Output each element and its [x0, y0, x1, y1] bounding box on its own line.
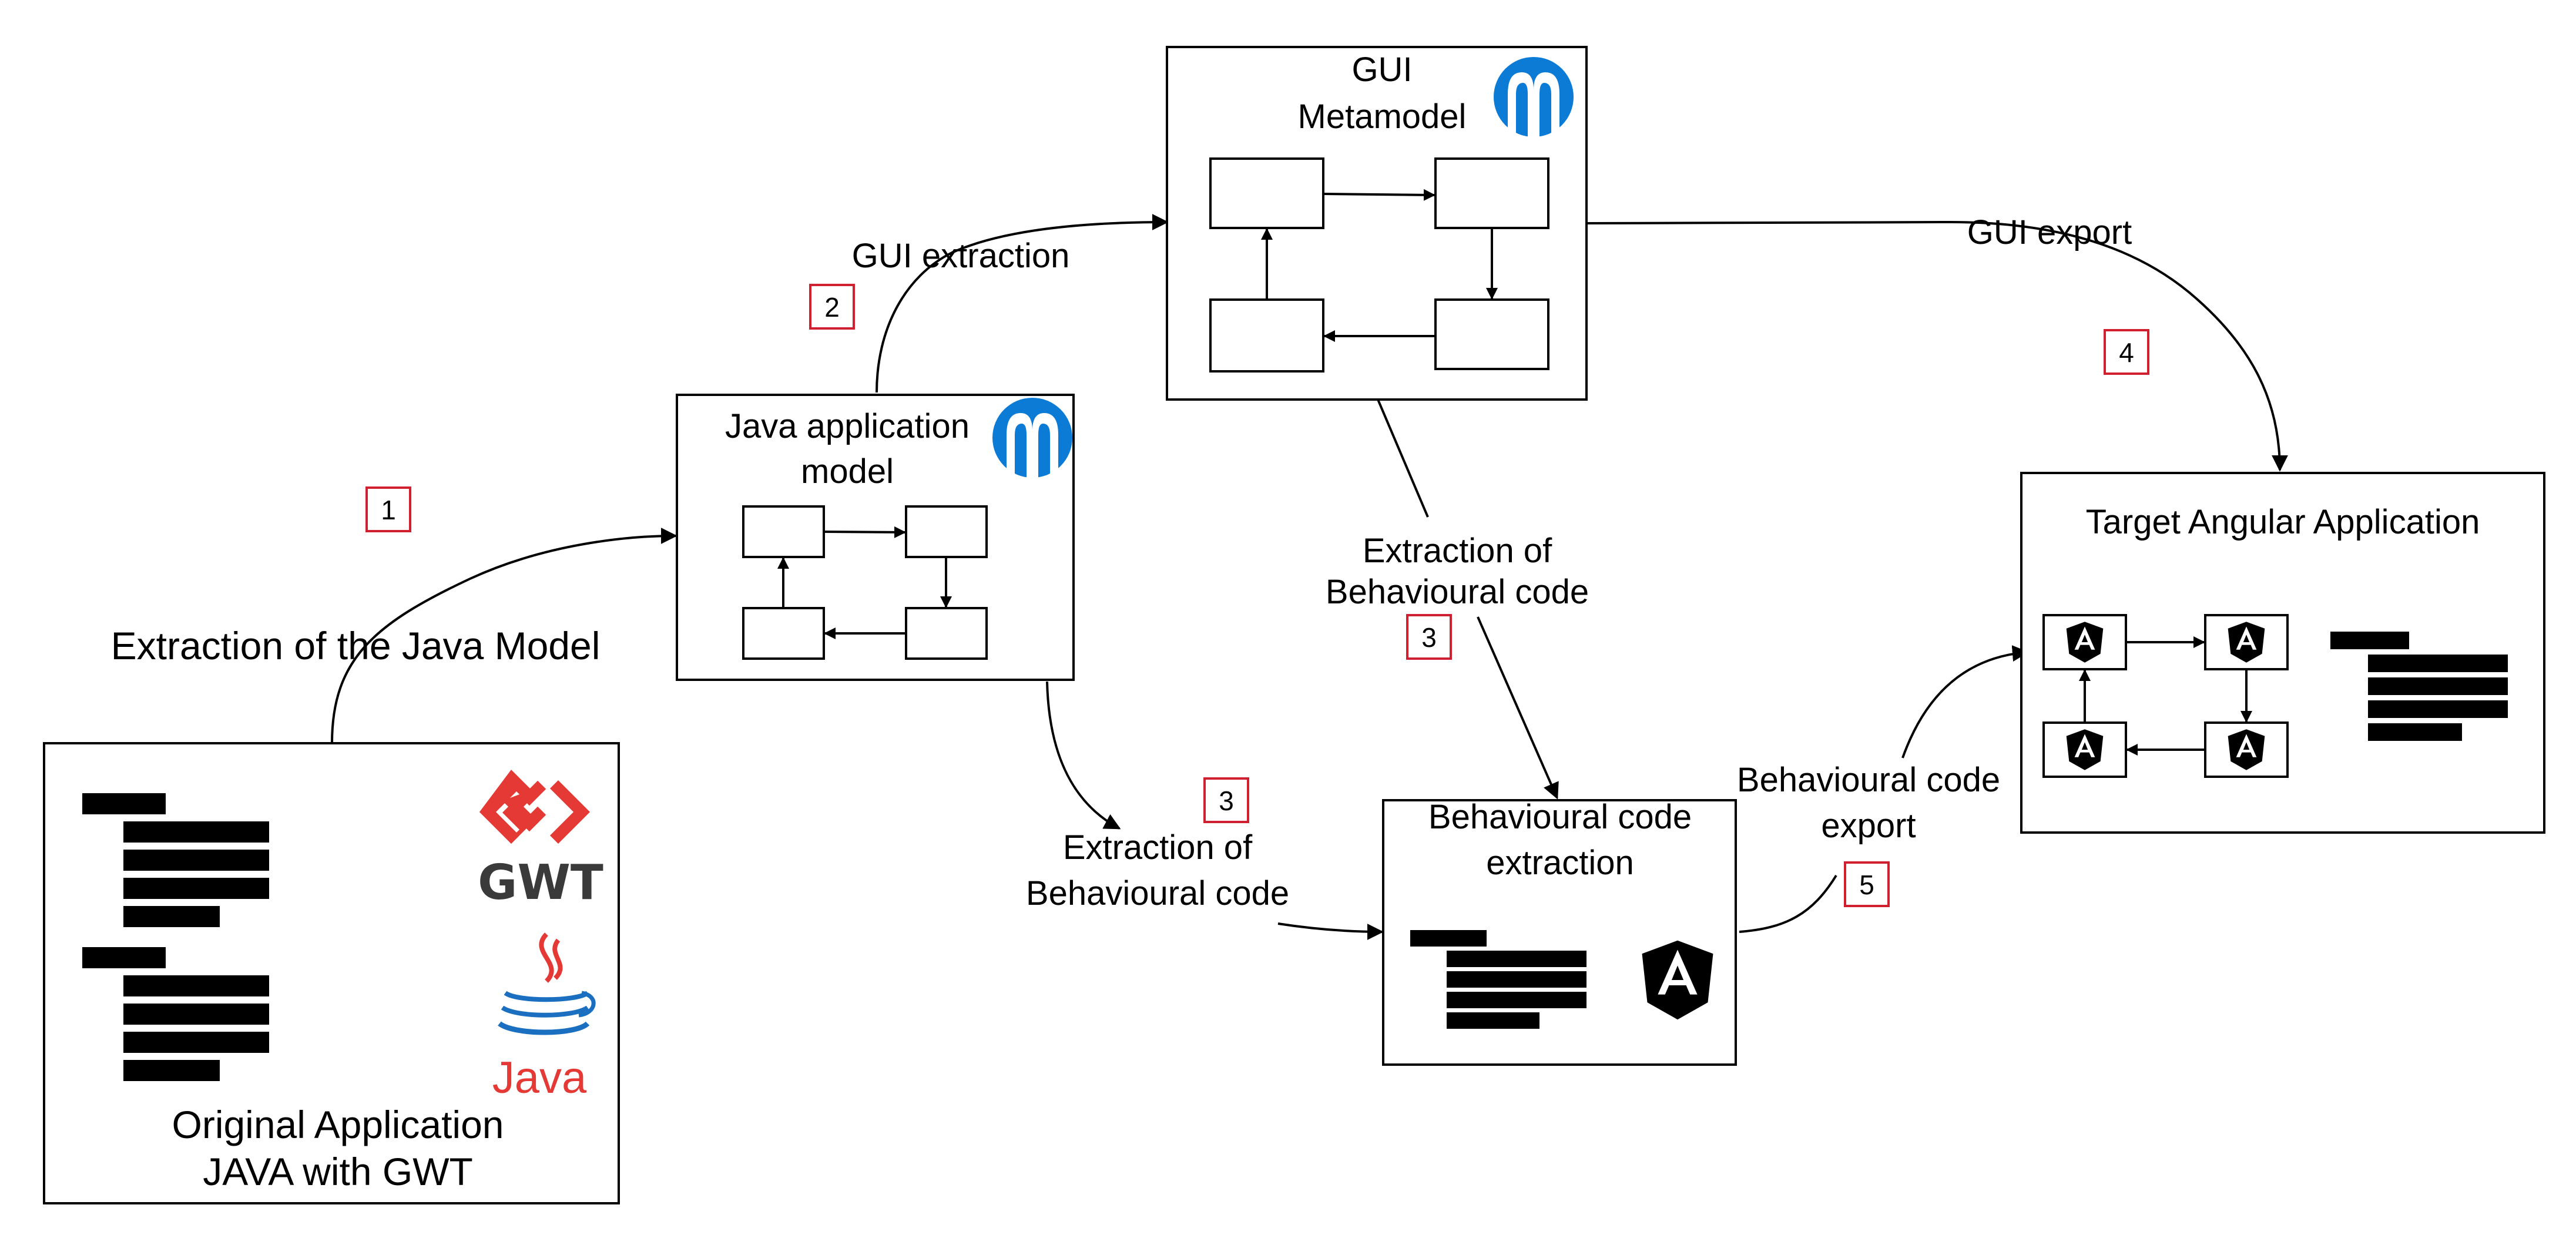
java-model-subtitle: model [801, 452, 894, 491]
step-badge: 4 [2104, 329, 2149, 375]
edge-beh-export-upper [1901, 645, 2029, 759]
target-mini-graph [2042, 614, 2289, 778]
step-badge: 5 [1844, 861, 1890, 907]
svg-text:2: 2 [824, 292, 840, 323]
gui-metamodel-mini-graph [1209, 157, 1549, 373]
label-beh-export-1: Behavioural code [1737, 761, 2000, 799]
edge-gui-extraction [876, 214, 1169, 393]
label-gui-export: GUI export [1967, 213, 2132, 251]
original-application-subtitle: JAVA with GWT [203, 1150, 473, 1193]
edge-gui-export [1586, 220, 2288, 472]
label-gui-extraction: GUI extraction [852, 237, 1070, 275]
svg-text:4: 4 [2119, 337, 2134, 368]
step-badge: 1 [365, 486, 411, 532]
code-lines-icon [82, 793, 269, 1081]
gui-metamodel-title: GUI [1351, 51, 1412, 89]
target-title: Target Angular Application [2086, 503, 2480, 541]
java-model-mini-graph [742, 505, 988, 660]
box-java-application-model: Java application model [676, 394, 1075, 681]
java-logo-text: Java [492, 1053, 587, 1103]
label-extract-java-model: Extraction of the Java Model [111, 624, 601, 667]
edge-beh-from-meta-top [1377, 399, 1429, 518]
gui-metamodel-subtitle: Metamodel [1298, 98, 1467, 136]
eclipse-modeling-icon [1494, 57, 1574, 137]
step-badge: 3 [1406, 614, 1452, 660]
svg-text:1: 1 [381, 495, 396, 525]
label-beh-from-java-2: Behavioural code [1026, 874, 1289, 912]
box-behavioural-code-extraction: Behavioural code extraction [1382, 798, 1737, 1066]
label-beh-from-meta-2: Behavioural code [1326, 573, 1589, 611]
svg-text:3: 3 [1421, 622, 1437, 653]
java-logo-icon: Java [492, 932, 596, 1103]
box-gui-metamodel: GUI Metamodel [1166, 46, 1588, 401]
box-target-angular-application: Target Angular Application [2020, 472, 2545, 834]
svg-text:3: 3 [1219, 786, 1234, 816]
gwt-logo-text: GWT [478, 855, 603, 911]
step-badge: 2 [809, 284, 855, 330]
edge-beh-export [1739, 874, 1837, 933]
label-beh-from-meta-1: Extraction of [1363, 532, 1552, 570]
edge-beh-from-java [1046, 681, 1121, 830]
behavioural-box-subtitle: extraction [1486, 844, 1634, 882]
code-lines-icon [2330, 632, 2508, 741]
step-badges: 1 2 3 3 4 5 [365, 284, 2149, 907]
edge-labels: Extraction of the Java Model GUI extract… [111, 213, 2132, 912]
svg-text:5: 5 [1859, 870, 1874, 900]
label-beh-export-2: export [1821, 807, 1916, 845]
behavioural-box-title: Behavioural code [1428, 798, 1692, 836]
box-original-application: GWT Java Original Application JAVA with … [43, 742, 620, 1204]
edge-beh-from-java-end [1277, 922, 1384, 940]
java-model-title: Java application [725, 407, 970, 445]
edge-extract-java-model [331, 528, 677, 744]
gwt-logo-icon: GWT [478, 770, 603, 911]
step-badge: 3 [1203, 777, 1249, 823]
code-lines-icon [1410, 930, 1586, 1029]
original-application-title: Original Application [172, 1103, 504, 1146]
edge-beh-from-meta-bottom [1477, 616, 1559, 800]
edges [331, 214, 2288, 940]
label-beh-from-java-1: Extraction of [1063, 828, 1253, 867]
eclipse-modeling-icon [992, 398, 1072, 478]
